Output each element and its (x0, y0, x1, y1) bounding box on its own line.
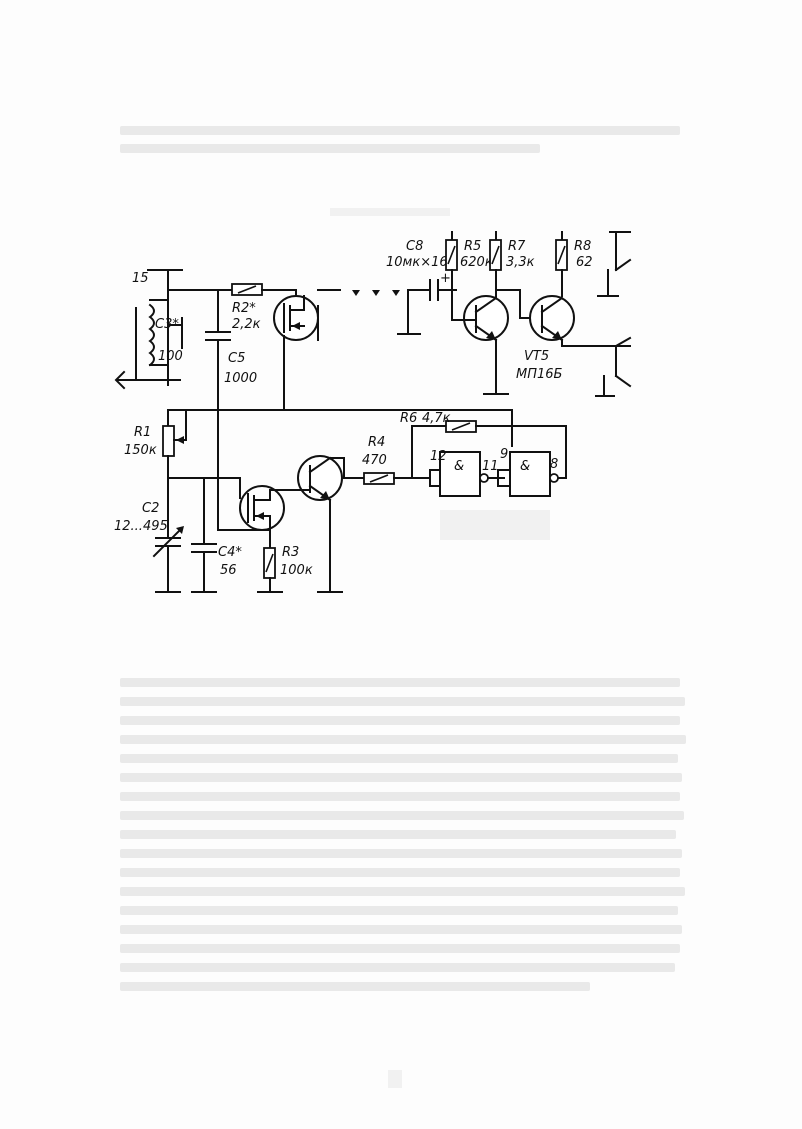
page-number-ghost (388, 1070, 402, 1088)
c2-label: C2 (142, 501, 159, 516)
inductor (135, 289, 169, 379)
power-terminal (147, 269, 183, 291)
logic-gate-1 (429, 451, 489, 497)
c5-label: C5 (228, 351, 245, 366)
r7-value: 3,3к (506, 255, 535, 270)
c5-value: 1000 (224, 371, 257, 386)
r1-value: 150к (124, 443, 157, 458)
r4-label: R4 (368, 435, 385, 450)
logic-gate-2 (497, 451, 559, 497)
blurred-text-line (120, 144, 540, 153)
gate2-pin-9: 9 (500, 447, 508, 462)
r3-value: 100к (280, 563, 313, 578)
transistor-q-bottom (297, 455, 345, 593)
r8-label: R8 (574, 239, 591, 254)
c4-value: 56 (220, 563, 237, 578)
r4-value: 470 (362, 453, 387, 468)
c4-label: C4* (218, 545, 242, 560)
fet-bottom (217, 477, 299, 549)
show-through (440, 510, 550, 540)
r7-label: R7 (508, 239, 526, 254)
vt5-value: МП16Б (516, 367, 563, 382)
c8-label: C8 (406, 239, 423, 254)
transistor-vt5 (529, 295, 631, 347)
capacitor-c4 (191, 477, 217, 593)
capacitor-c3 (167, 317, 183, 349)
r6-label: R6 (400, 411, 417, 426)
capacitor-c8 (397, 279, 457, 335)
gate1-pin-12: 12 (430, 449, 447, 464)
output-connector-top (597, 231, 632, 297)
capacitor-c2 (152, 477, 184, 593)
output-connector-bottom (595, 336, 632, 397)
resistor-r3 (257, 547, 283, 593)
resistor-r4 (363, 472, 395, 485)
circuit-schematic: 15 R2* 2,2к C3* 100 (114, 231, 632, 593)
c3-label: C3* (155, 317, 179, 332)
antenna-input (114, 370, 151, 390)
resistor-r8 (555, 231, 568, 297)
gate1-pin-11: 11 (482, 459, 499, 474)
r6-value: 4,7к (422, 411, 451, 426)
c2-value: 12...495 (114, 519, 168, 534)
gate2-pin-8: 8 (550, 457, 558, 472)
gate1-symbol: & (454, 459, 464, 474)
power-label: 15 (132, 271, 149, 286)
blurred-text-line (120, 126, 680, 135)
transistor-q-middle (451, 289, 509, 395)
r5-value: 620к (460, 255, 493, 270)
c8-polarity: + (440, 271, 451, 286)
show-through (330, 208, 450, 216)
c8-value: 10мк×16В (386, 255, 457, 270)
r2-label: R2* (232, 301, 256, 316)
r8-value: 62 (576, 255, 593, 270)
fet-top (273, 295, 319, 411)
dotted-link (352, 290, 400, 296)
c3-value: 100 (158, 349, 183, 364)
r2-value: 2,2к (232, 317, 261, 332)
r5-label: R5 (464, 239, 481, 254)
r3-label: R3 (282, 545, 299, 560)
resistor-r5 (445, 231, 458, 321)
vt5-label: VT5 (524, 349, 549, 364)
gate2-symbol: & (520, 459, 530, 474)
resistor-r1 (162, 409, 187, 479)
resistor-r7 (489, 231, 502, 291)
r1-label: R1 (134, 425, 151, 440)
capacitor-c5 (205, 331, 231, 341)
resistor-r2 (231, 283, 263, 296)
